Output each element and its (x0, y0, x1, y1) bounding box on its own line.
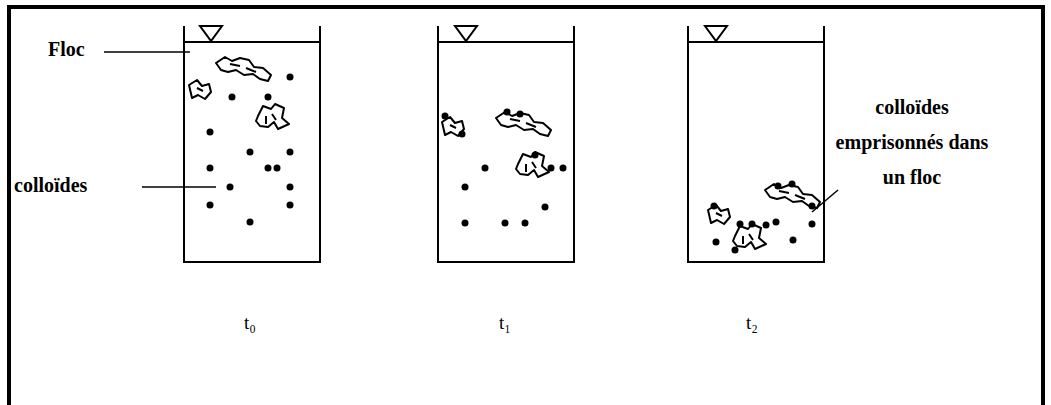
tank-t0-contents (189, 57, 294, 226)
time-label: t₂ (746, 312, 758, 334)
tank-t1-contents (442, 109, 567, 227)
colloid-label: colloïdes (14, 174, 87, 197)
tanks (184, 26, 824, 262)
trapped-colloid-label: colloïdes emprisonnés dans un floc (830, 90, 994, 195)
leader-lines (104, 52, 838, 212)
time-label: t₁ (499, 312, 511, 334)
frame (9, 7, 1043, 405)
tank-t2-contents (708, 181, 820, 254)
floc-label: Floc (48, 38, 85, 61)
time-label: t₀ (244, 312, 256, 334)
